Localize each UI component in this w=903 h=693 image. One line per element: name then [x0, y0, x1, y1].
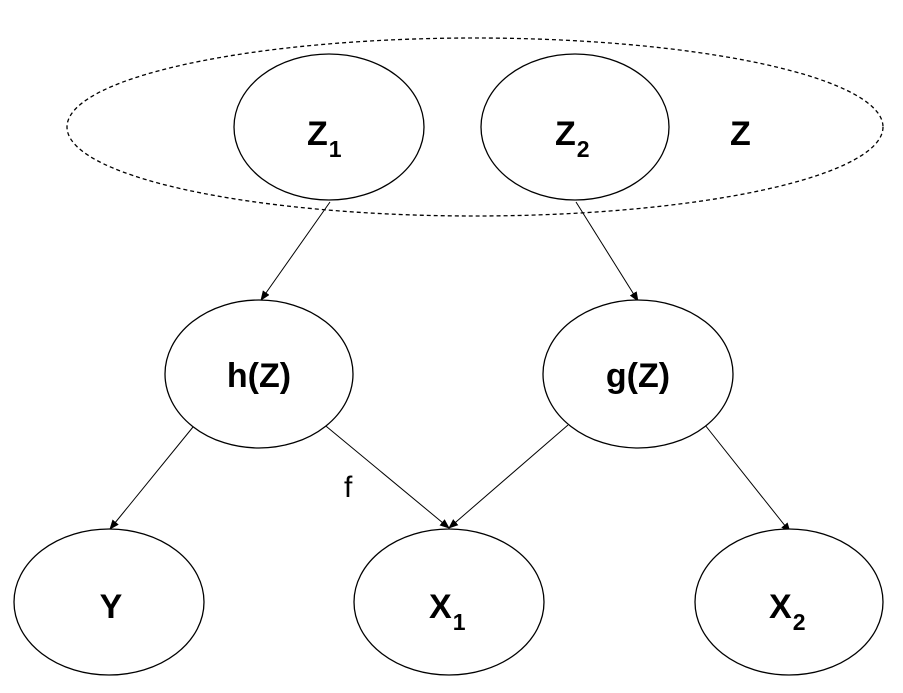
edge-g-to-x2 [704, 424, 791, 533]
node-y-shape [13, 528, 205, 676]
node-z1-label: Z1 [307, 115, 342, 162]
node-x1-sub: 1 [453, 609, 466, 635]
group-z: Z [66, 37, 884, 217]
node-z1-main: Z [307, 115, 328, 153]
edge-h-to-x1 [320, 421, 450, 529]
node-z1: Z1 [233, 53, 425, 201]
node-x2: X2 [694, 528, 884, 676]
node-x2-sub: 2 [793, 609, 806, 635]
node-z2: Z2 [480, 53, 670, 201]
edges [109, 201, 791, 533]
group-z-label: Z [730, 115, 751, 153]
node-y: Y [13, 528, 205, 676]
node-z2-sub: 2 [577, 136, 590, 162]
node-g: g(Z) [542, 299, 734, 449]
node-z2-shape [480, 53, 670, 201]
node-h-shape [164, 299, 354, 449]
node-x1-main: X [429, 588, 452, 626]
node-h-label: h(Z) [227, 357, 291, 395]
node-z2-label: Z2 [555, 115, 590, 162]
group-z-outline [66, 37, 884, 217]
node-x1-label: X1 [429, 588, 466, 635]
node-x2-main: X [769, 588, 792, 626]
edge-z1-to-h [260, 201, 331, 301]
node-h: h(Z) [164, 299, 354, 449]
edge-h-to-y [109, 426, 194, 530]
node-g-shape [542, 299, 734, 449]
node-z1-sub: 1 [329, 136, 342, 162]
node-z2-main: Z [555, 115, 576, 153]
node-g-label: g(Z) [606, 357, 670, 395]
node-x2-shape [694, 528, 884, 676]
edge-g-to-x1 [448, 424, 569, 529]
edge-label-f: f [344, 471, 353, 504]
node-x1: X1 [353, 528, 545, 676]
node-x2-label: X2 [769, 588, 805, 635]
edge-z2-to-g [575, 201, 639, 302]
node-z1-shape [233, 53, 425, 201]
node-x1-shape [353, 528, 545, 676]
node-y-label: Y [100, 588, 123, 626]
